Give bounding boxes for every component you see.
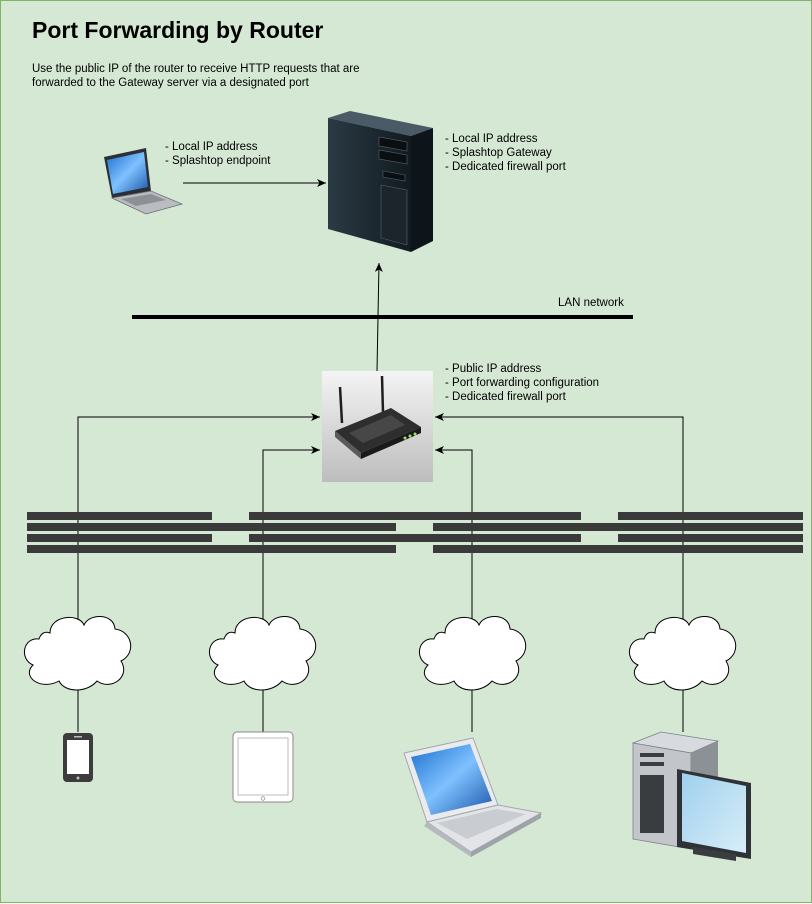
endpoint-note-line: - Local IP address (165, 141, 258, 153)
router-note-line: - Public IP address (445, 363, 542, 375)
macbook-laptop-icon[interactable] (403, 737, 543, 857)
page-title: Port Forwarding by Router (32, 17, 324, 43)
smartphone-icon[interactable] (63, 733, 93, 782)
desktop-computer-icon[interactable] (631, 731, 751, 861)
laptop-icon[interactable] (104, 148, 184, 215)
router-note-line: - Dedicated firewall port (445, 391, 566, 403)
endpoint-note-line: - Splashtop endpoint (165, 155, 271, 167)
cloud-icon (209, 616, 317, 691)
router-notes: - Public IP address - Port forwarding co… (445, 362, 599, 404)
page-subtitle: Use the public IP of the router to recei… (32, 63, 360, 89)
firewall-wall-icon (27, 512, 803, 553)
gateway-server-notes: - Local IP address - Splashtop Gateway -… (445, 132, 566, 174)
tablet-icon[interactable] (232, 731, 294, 803)
router-note-line: - Port forwarding configuration (445, 377, 600, 389)
gateway-note-line: - Local IP address (445, 133, 538, 145)
server-tower-icon[interactable] (328, 111, 433, 252)
tablet-to-router-link (262, 446, 320, 619)
lan-network-label: LAN network (558, 297, 624, 309)
cloud-icon (24, 616, 132, 691)
cloud-icon (419, 616, 527, 691)
gateway-note-line: - Splashtop Gateway (445, 147, 552, 159)
gateway-note-line: - Dedicated firewall port (445, 161, 566, 173)
wireless-router-icon[interactable] (322, 371, 433, 482)
cloud-icon (629, 616, 737, 691)
laptop-to-router-link (435, 446, 473, 619)
endpoint-laptop-notes: - Local IP address - Splashtop endpoint (165, 140, 271, 168)
